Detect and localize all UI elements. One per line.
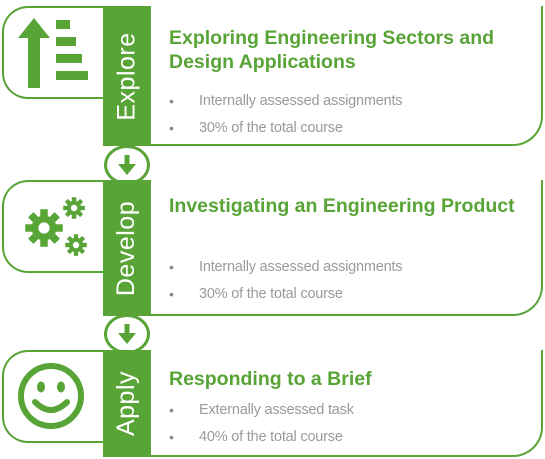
gears-icon: [25, 197, 87, 256]
apply-bullets: •Externally assessed task •40% of the to…: [169, 397, 354, 451]
develop-bullets: •Internally assessed assignments •30% of…: [169, 254, 403, 308]
explore-title: Exploring Engineering Sectors and Design…: [169, 27, 495, 73]
list-item: •Internally assessed assignments: [169, 88, 403, 115]
develop-title: Investigating an Engineering Product: [169, 195, 515, 217]
list-item: •Externally assessed task: [169, 397, 354, 424]
stage-label-apply: Apply: [112, 370, 141, 437]
apply-title: Responding to a Brief: [169, 368, 372, 390]
bullet-dot: •: [169, 286, 174, 302]
smiley-face-icon: [18, 363, 84, 429]
apply-bar: Apply: [103, 350, 151, 457]
develop-bar: Develop: [103, 180, 151, 316]
list-item: •30% of the total course: [169, 281, 402, 308]
list-item: •Internally assessed assignments: [169, 254, 403, 281]
apply-icon-frame: [2, 350, 103, 443]
bullet-dot: •: [169, 429, 174, 445]
stage-label-explore: Explore: [112, 31, 141, 121]
arrow-down-icon: [104, 314, 150, 354]
list-item: •40% of the total course: [169, 424, 354, 451]
bullet-dot: •: [169, 93, 174, 109]
bullet-dot: •: [169, 120, 174, 136]
ascending-bars-up-arrow-icon: [18, 18, 88, 88]
stage-label-develop: Develop: [112, 200, 141, 296]
explore-bullets: •Internally assessed assignments •30% of…: [169, 88, 403, 142]
explore-bar: Explore: [103, 6, 151, 146]
list-item: •30% of the total course: [169, 115, 402, 142]
bullet-dot: •: [169, 402, 174, 418]
develop-icon-frame: [2, 180, 103, 273]
develop-card: Investigating an Engineering Product •In…: [151, 180, 543, 316]
arrow-down-icon: [104, 145, 150, 185]
apply-card: Responding to a Brief •Externally assess…: [151, 350, 543, 457]
explore-card: Exploring Engineering Sectors and Design…: [151, 6, 543, 146]
bullet-dot: •: [169, 259, 174, 275]
explore-icon-frame: [2, 6, 103, 99]
